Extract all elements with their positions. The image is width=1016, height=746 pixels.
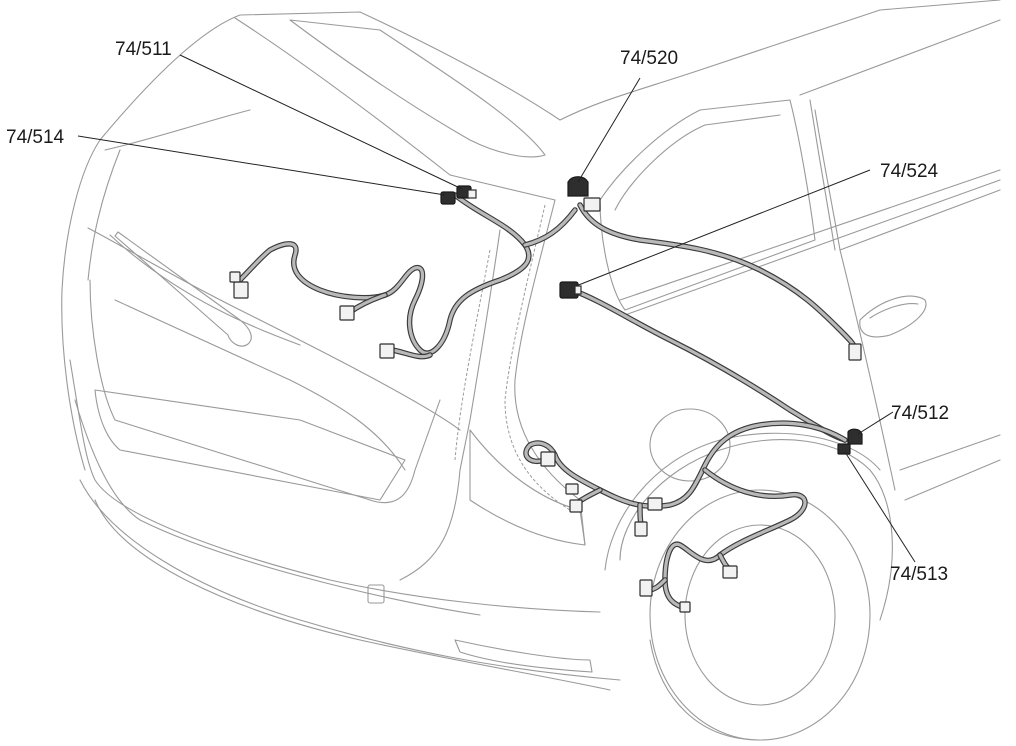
leader-lines: [77, 54, 916, 563]
connector-74-512: [847, 428, 863, 445]
connector-tailgate-lower: [379, 343, 395, 359]
connector-lamp-d: [647, 497, 663, 511]
connector-wheel-c: [679, 601, 691, 613]
leader-74-520: [577, 77, 641, 183]
connector-74-524: [559, 281, 582, 299]
connector-wheel-b: [639, 579, 653, 597]
connector-tailgate-middle: [339, 305, 355, 321]
connector-lamp-c: [569, 499, 583, 513]
tailgate-harness: [237, 192, 578, 360]
vehicle-body-outline: [61, 0, 1001, 741]
leader-74-514: [77, 135, 446, 196]
wiring-harness: [237, 192, 858, 611]
callout-74-513: 74/513: [890, 564, 948, 585]
connector-door-handle: [848, 343, 862, 361]
connector-tailgate-left: [233, 281, 249, 299]
connectors: [229, 176, 863, 613]
connector-74-511: [456, 185, 477, 199]
leader-74-513: [844, 451, 916, 563]
rear-lamp-harness: [523, 420, 848, 611]
connector-74-520: [567, 176, 601, 212]
leader-74-511: [179, 54, 463, 190]
connector-74-513: [837, 443, 851, 455]
leader-74-524: [575, 169, 871, 287]
body-side-harness: [569, 202, 858, 443]
leader-74-512: [857, 411, 894, 435]
connector-lamp-a: [540, 451, 556, 467]
callout-74-512: 74/512: [891, 403, 949, 424]
callout-74-524: 74/524: [880, 161, 939, 182]
callout-74-511: 74/511: [115, 39, 172, 60]
callout-74-520: 74/520: [620, 48, 678, 69]
callout-labels: 74/511 74/514 74/520 74/524 74/512 74/51…: [6, 39, 949, 585]
connector-lamp-e: [634, 521, 648, 537]
connector-tailgate-left-b: [229, 271, 241, 283]
callout-74-514: 74/514: [6, 127, 65, 148]
connector-74-514: [440, 191, 456, 205]
connector-wheel-a: [722, 565, 738, 579]
connector-lamp-b: [565, 483, 579, 495]
